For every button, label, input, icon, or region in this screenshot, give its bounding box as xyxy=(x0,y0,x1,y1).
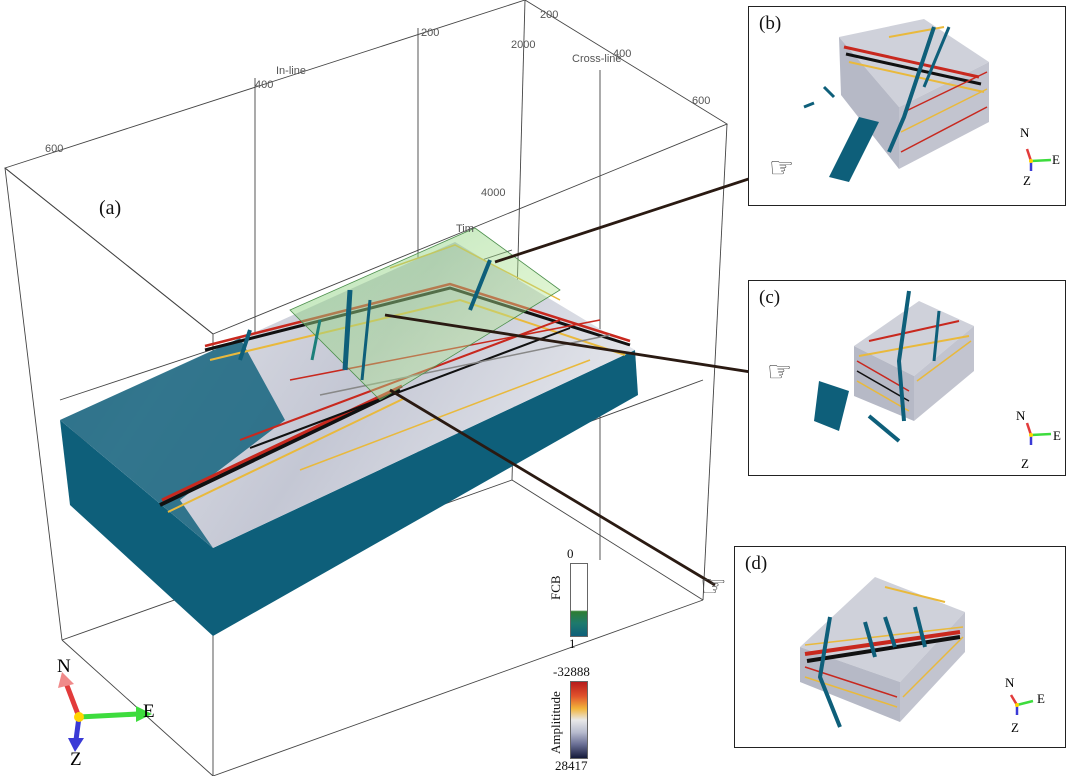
panel-d: (d) N E Z xyxy=(734,546,1066,748)
compass-b xyxy=(1025,148,1052,171)
fcb-title: FCB xyxy=(548,575,563,600)
amp-title: Amplititude xyxy=(548,691,563,754)
down-arrow-icon xyxy=(68,738,84,752)
compass-d-n: N xyxy=(1005,675,1015,690)
seismic-volume xyxy=(60,227,638,636)
compass-c-e: E xyxy=(1053,428,1061,443)
panel-b: (b) ☞ N E Z xyxy=(748,6,1066,206)
compass-b-n: N xyxy=(1020,125,1030,140)
compass-d-z: Z xyxy=(1011,720,1019,735)
panel-b-graphic xyxy=(803,19,989,182)
main-3d-view: 600 400 200 200 2000 400 600 4000 In-lin… xyxy=(4,0,760,776)
panel-c: (c) ☞ N E Z xyxy=(748,280,1066,476)
tick-time-2000: 2000 xyxy=(511,39,535,51)
panel-label-b: (b) xyxy=(759,13,782,34)
tick-inline-400: 400 xyxy=(255,79,273,91)
compass-c-n: N xyxy=(1016,408,1026,423)
compass-main-e: E xyxy=(143,701,155,722)
compass-c-z: Z xyxy=(1021,456,1029,471)
compass-main xyxy=(58,672,152,752)
compass-c xyxy=(1025,422,1052,445)
callout-lines xyxy=(384,173,760,587)
amp-color-bar xyxy=(570,681,588,759)
panel-c-graphic xyxy=(814,290,974,443)
panel-d-graphic xyxy=(800,577,965,728)
panel-label-c: (c) xyxy=(759,287,781,308)
tick-inline-200: 200 xyxy=(421,27,439,39)
amp-top-value: -32888 xyxy=(553,664,590,679)
axis-label-inline: In-line xyxy=(276,65,306,77)
axis-label-time: Tim xyxy=(456,223,474,235)
compass-main-z: Z xyxy=(70,749,82,770)
compass-d-e: E xyxy=(1037,691,1045,706)
panel-label-a: (a) xyxy=(99,197,122,219)
panel-label-d: (d) xyxy=(745,553,768,574)
tick-top-200: 200 xyxy=(540,9,558,21)
east-arrow-icon xyxy=(136,706,152,722)
tick-inline-600: 600 xyxy=(45,143,63,155)
north-arrow-icon xyxy=(58,672,74,688)
pointing-hand-icon: ☞ xyxy=(769,153,795,184)
tick-time-4000: 4000 xyxy=(481,187,505,199)
compass-d xyxy=(1009,694,1034,715)
amp-bottom-value: 28417 xyxy=(555,758,588,773)
compass-b-e: E xyxy=(1052,152,1060,167)
axis-label-crossline: Cross-line xyxy=(572,53,622,65)
pointing-hand-icon: ☞ xyxy=(767,357,793,388)
fcb-top-value: 0 xyxy=(567,546,574,561)
tick-crossline-600: 600 xyxy=(692,95,710,107)
pointing-hand-icon: ☞ xyxy=(700,570,727,603)
compass-main-n: N xyxy=(57,656,71,677)
tick-crossline-400: 400 xyxy=(613,48,631,60)
fcb-color-bar xyxy=(570,563,588,637)
fcb-bottom-value: 1 xyxy=(569,636,576,651)
compass-b-z: Z xyxy=(1023,173,1031,188)
